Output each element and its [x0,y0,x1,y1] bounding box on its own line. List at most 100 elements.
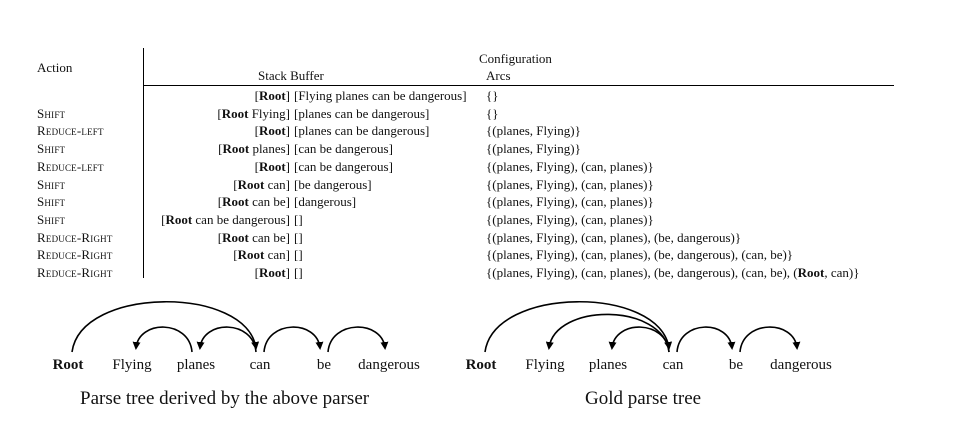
caption-derived-tree: Parse tree derived by the above parser [80,388,370,409]
row-action: Shift [37,105,66,121]
arcs-text: {(planes, Flying), (can, planes)} [486,194,654,210]
arcs-text: {} [486,88,499,103]
tree-word-be: be [728,357,744,373]
row-action: Shift [37,211,66,227]
row-arcs: {(planes, Flying), (can, planes), (be, d… [486,246,793,263]
arcs-text: {(planes, Flying), (can, planes)} [486,176,654,192]
stack-rest: can be [248,194,286,210]
arcs-text: {(planes, Flying), (can, planes)} [486,211,654,227]
arcs-root-token: Root [797,265,825,280]
row-arcs: {(planes, Flying), (can, planes), (be, d… [486,229,741,246]
row-stack: [Root can be] [217,194,290,210]
row-stack: [Root planes] [218,141,290,157]
stack-root-token: Root [237,247,265,263]
row-buffer: [dangerous] [294,194,357,210]
stack-root-token: Root [221,105,249,121]
row-buffer: [planes can be dangerous] [294,123,430,139]
row-buffer: [Flying planes can be dangerous] [294,88,467,103]
tree-word-root: Root [52,357,84,373]
row-action: Reduce-Right [37,229,113,245]
tree-word-planes: planes [176,357,216,373]
header-arcs: Arcs [486,68,511,83]
arcs-text: {(planes, Flying)} [486,123,581,139]
row-stack: [Root can] [233,247,290,263]
row-action: Reduce-left [37,123,104,139]
tree-word-flying: Flying [112,357,152,373]
tree-word-can: can [662,357,684,373]
row-stack: [Root can] [233,176,290,192]
row-stack: [Root Flying] [217,105,290,121]
row-stack: [Root can be] [217,229,290,245]
row-action: Reduce-Right [37,265,113,280]
arcs-text: {(planes, Flying), (can, planes), (be, d… [486,265,798,280]
row-buffer: [] [294,247,303,263]
arc-planes-to-flying [132,326,193,353]
caption-gold-tree: Gold parse tree [585,388,702,409]
stack-root-token: Root [237,176,265,192]
stack-rest: can be [248,229,286,245]
stack-root-token: Root [222,194,249,210]
tree-word-planes: planes [588,357,628,373]
header-rule [143,85,894,86]
row-action: Shift [37,194,66,210]
arcs-text: {(planes, Flying)} [486,141,581,157]
stack-rest: can be dangerous [192,211,286,227]
arc-can-to-planes [196,326,257,353]
tree-word-dangerous: dangerous [770,357,832,373]
row-stack: [Root can be dangerous] [161,211,290,227]
row-buffer: [can be dangerous] [294,141,393,157]
row-buffer: [be dangerous] [294,176,372,192]
arcs-text: {(planes, Flying), (can, planes)} [486,158,654,174]
row-stack: [Root] [254,123,290,139]
tree-word-dangerous: dangerous [358,357,420,373]
arc-root-to-can [484,300,673,353]
arc-be-to-dangerous [327,326,389,353]
row-action: Reduce-Right [37,247,113,263]
row-arcs: {(planes, Flying), (can, planes)} [486,211,654,228]
row-stack: [Root] [254,88,290,103]
arcs-text: {} [486,105,499,121]
header-configuration: Configuration [479,51,552,66]
tree-word-be: be [316,357,332,373]
row-stack: [Root] [254,158,290,174]
row-action: Reduce-left [37,158,104,174]
row-buffer: [planes can be dangerous] [294,105,430,121]
stack-root-token: Root [258,88,286,103]
stack-root-token: Root [258,265,286,280]
stack-rest: can [264,176,286,192]
row-buffer: [] [294,265,303,280]
arc-be-to-dangerous [739,326,801,353]
tree-word-flying: Flying [525,357,565,373]
arcs-text: {(planes, Flying), (can, planes), (be, d… [486,247,794,263]
row-buffer: [] [294,229,303,245]
row-arcs: {(planes, Flying)} [486,140,581,157]
row-arcs: {(planes, Flying), (can, planes)} [486,193,654,210]
row-stack: [Root] [254,265,290,280]
row-arcs: {} [486,87,498,104]
header-action: Action [37,60,73,75]
stack-root-token: Root [165,211,193,227]
row-action: Shift [37,141,66,157]
stack-rest: Flying [248,105,286,121]
row-action: Shift [37,176,66,192]
row-arcs: {(planes, Flying), (can, planes)} [486,176,654,193]
tree-word-can: can [249,357,271,373]
arc-root-to-can [71,300,260,353]
row-arcs: {(planes, Flying)} [486,122,581,139]
stack-rest: can [264,247,286,263]
arc-can-to-be [676,326,736,353]
arcs-text: {(planes, Flying), (can, planes), (be, d… [486,229,742,245]
arc-can-to-planes [608,326,670,353]
stack-root-token: Root [258,158,286,174]
stack-root-token: Root [222,141,250,157]
row-arcs: {(planes, Flying), (can, planes), (be, d… [486,264,859,281]
arcs-text-tail: , can)} [824,265,860,280]
tree-word-root: Root [465,357,497,373]
header-stack-buffer: Stack Buffer [258,68,324,83]
row-buffer: [] [294,211,303,227]
arc-can-to-be [263,326,324,353]
row-buffer: [can be dangerous] [294,158,393,174]
stack-root-token: Root [222,229,249,245]
row-arcs: {(planes, Flying), (can, planes)} [486,158,654,175]
